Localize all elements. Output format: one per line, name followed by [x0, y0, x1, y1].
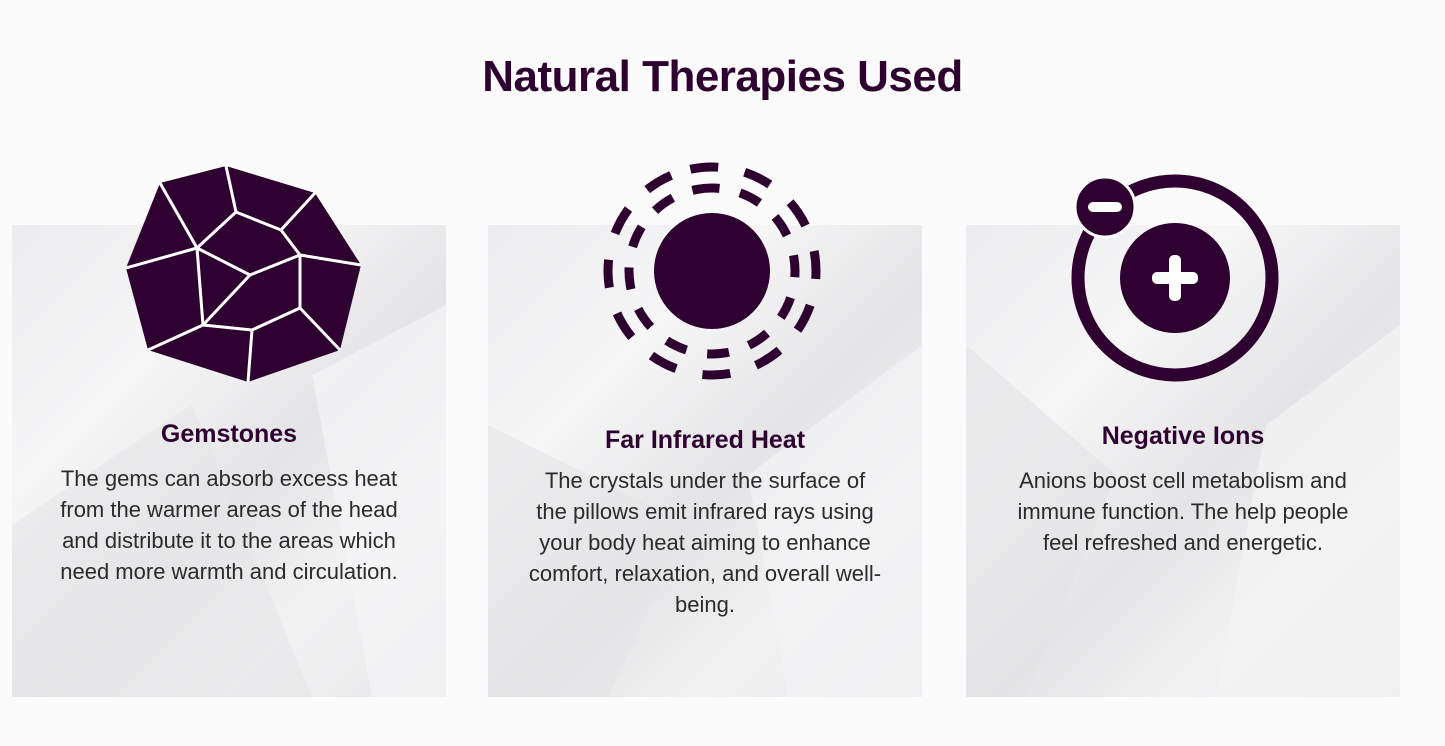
- card-heading: Gemstones: [160, 420, 298, 448]
- card-body: Anions boost cell metabolism and immune …: [1017, 468, 1349, 555]
- polygon-background: [488, 345, 922, 697]
- card-body: The crystals under the surface of the pi…: [528, 468, 882, 617]
- card-heading: Far Infrared Heat: [604, 426, 806, 454]
- card-negative-ions: Negative Ions Anions boost cell metaboli…: [966, 225, 1400, 697]
- polygon-background: [12, 305, 446, 697]
- page-title: Natural Therapies Used: [482, 52, 963, 101]
- sun-heat-icon: [603, 162, 821, 380]
- minus-icon: [1088, 202, 1122, 212]
- card-heading: Negative Ions: [1101, 422, 1265, 450]
- polygon-background: [966, 325, 1400, 697]
- ion-icon: [1071, 174, 1279, 382]
- card-body: The gems can absorb excess heat from the…: [60, 466, 398, 584]
- gemstone-icon: [125, 165, 362, 383]
